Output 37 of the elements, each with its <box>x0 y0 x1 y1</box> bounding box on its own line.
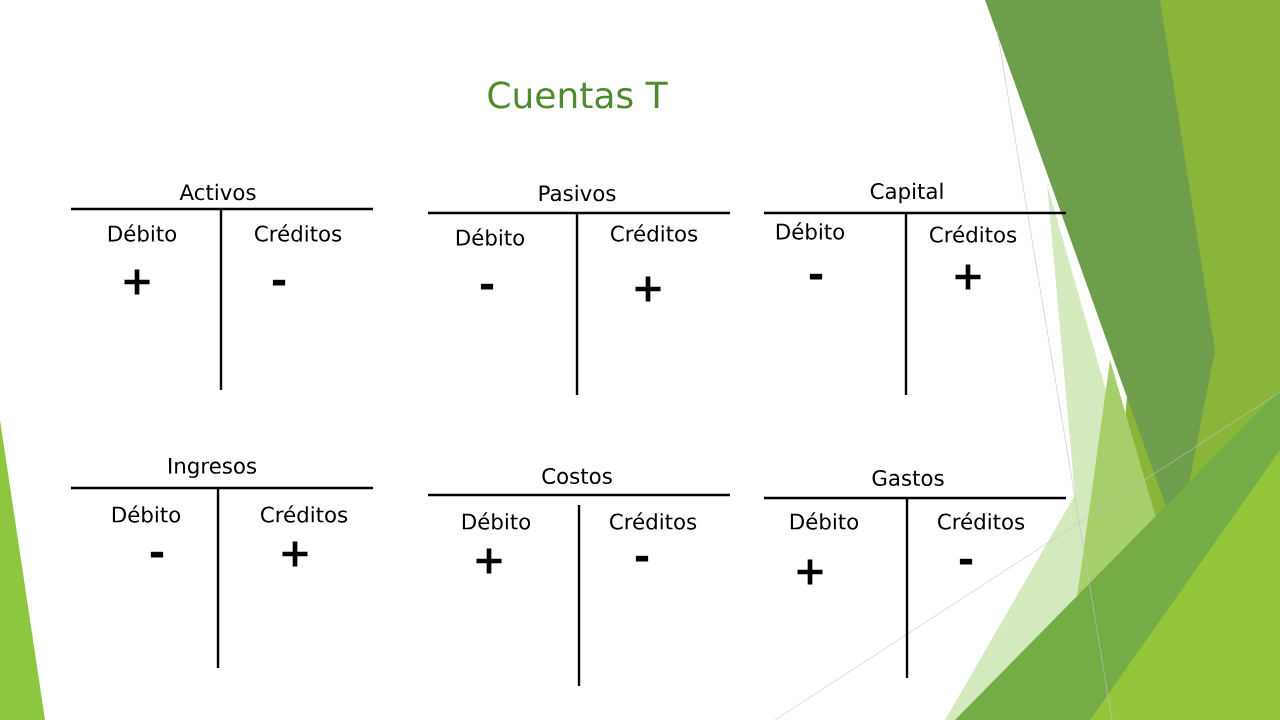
column-heading: Débito <box>790 512 859 530</box>
sign: - <box>809 273 823 280</box>
sign: - <box>150 551 164 558</box>
account-heading: Ingresos <box>169 458 257 478</box>
t-account <box>71 458 373 668</box>
t-account <box>71 183 373 390</box>
title: Cuentas T <box>488 81 668 109</box>
column-heading: Créditos <box>255 224 342 242</box>
account-heading: Gastos <box>872 469 944 487</box>
sign: + <box>476 548 502 574</box>
t-account <box>764 469 1066 678</box>
t-account <box>428 184 730 395</box>
sign: + <box>797 559 823 585</box>
column-heading: Créditos <box>261 505 348 523</box>
column-heading: Débito <box>776 222 845 240</box>
account-heading: Capital <box>870 182 943 204</box>
sign: - <box>272 279 286 286</box>
t-account <box>428 467 730 686</box>
account-heading: Activos <box>179 183 256 201</box>
account-heading: Pasivos <box>539 184 616 202</box>
column-heading: Créditos <box>938 512 1025 530</box>
column-heading: Débito <box>108 224 177 242</box>
sign: - <box>959 558 973 565</box>
column-heading: Débito <box>462 512 531 530</box>
column-heading: Créditos <box>610 512 697 530</box>
sign: + <box>282 541 308 567</box>
sign: + <box>955 264 981 290</box>
t-account <box>764 182 1066 395</box>
sign: + <box>635 276 661 302</box>
sign: + <box>124 269 150 295</box>
sign: - <box>635 555 649 562</box>
column-heading: Créditos <box>611 224 698 242</box>
column-heading: Créditos <box>930 225 1017 243</box>
sign: - <box>480 283 494 290</box>
column-heading: Débito <box>112 505 181 523</box>
account-heading: Costos <box>542 467 612 485</box>
column-heading: Débito <box>456 228 525 246</box>
